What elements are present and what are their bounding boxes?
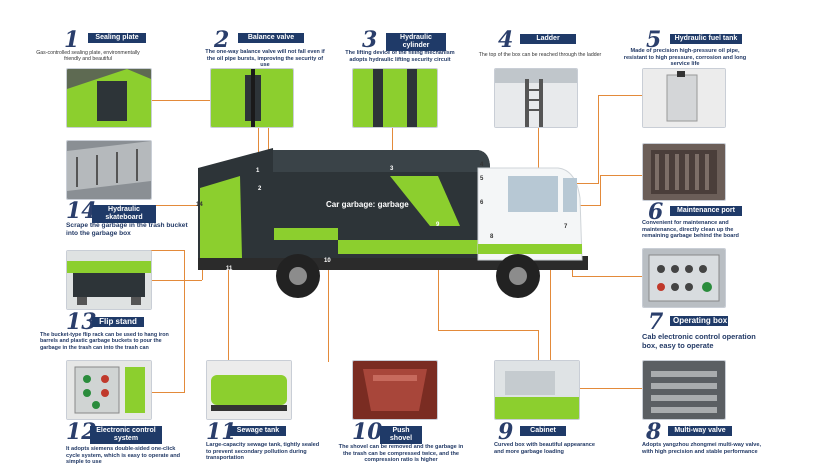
section-number: 14	[66, 198, 97, 224]
section-description: Made of precision high-pressure oil pipe…	[623, 48, 747, 68]
leader-line	[150, 392, 185, 393]
photo-maintenance-port	[642, 143, 726, 201]
photo-sewage-tank	[206, 360, 292, 420]
photo-operating-box	[642, 248, 726, 308]
truck-body-label: Car garbage: garbage	[326, 200, 409, 209]
section-number: 11	[206, 419, 237, 445]
section-number: 12	[66, 419, 97, 445]
section-number: 3	[362, 27, 378, 53]
section-title: Ladder	[520, 34, 576, 44]
photo-ladder	[494, 68, 578, 128]
section-number: 8	[646, 419, 662, 445]
leader-line	[598, 95, 643, 96]
leader-line	[328, 270, 329, 362]
leader-line	[538, 125, 539, 173]
photo-cabinet	[494, 360, 580, 420]
section-description: Convenient for maintenance and maintenan…	[642, 220, 739, 240]
photo-hydraulic-cylinder	[352, 68, 438, 128]
leader-line	[550, 388, 642, 389]
section-title: Hydraulic skateboard	[92, 205, 156, 223]
section-number: 1	[64, 27, 80, 53]
section-title: Flip stand	[92, 317, 144, 327]
leader-line	[268, 112, 269, 182]
truck-marker: 5	[480, 176, 484, 182]
section-description: Scrape the garbage in the trash bucket i…	[66, 222, 188, 237]
photo-electronic-control-system	[66, 360, 152, 420]
leader-line	[150, 250, 185, 251]
photo-hydraulic-skateboard	[66, 140, 152, 200]
leader-line	[572, 276, 642, 277]
section-description: The top of the box can be reached throug…	[478, 52, 602, 58]
leader-line	[550, 240, 551, 388]
section-number: 9	[498, 419, 514, 445]
truck-marker: 11	[226, 266, 233, 272]
section-number: 7	[648, 309, 664, 335]
photo-push-shovel	[352, 360, 438, 420]
section-description: Adopts yangzhou zhongmei multi-way valve…	[642, 442, 762, 455]
section-number: 5	[646, 27, 662, 53]
section-description: It adopts siemens double-sided one-click…	[66, 446, 181, 466]
leader-line	[600, 175, 601, 205]
leader-line	[150, 280, 202, 281]
truck-marker: 9	[436, 222, 440, 228]
truck-marker: 2	[258, 186, 262, 192]
section-title: Electronic control system	[90, 426, 162, 444]
section-title: Operating box	[670, 316, 728, 326]
leader-line	[538, 330, 539, 360]
leader-line	[598, 95, 599, 183]
section-title: Push shovel	[380, 426, 422, 444]
truck-marker: 6	[480, 200, 484, 206]
section-title: Multi-way valve	[668, 426, 732, 436]
section-title: Maintenance port	[670, 206, 742, 216]
section-description: The shovel can be removed and the garbag…	[338, 444, 464, 464]
section-number: 2	[214, 27, 230, 53]
photo-balance-valve	[210, 68, 294, 128]
section-title: Hydraulic fuel tank	[670, 34, 742, 44]
leader-line	[438, 222, 439, 330]
truck-marker: 7	[564, 224, 568, 230]
section-number: 6	[648, 199, 664, 225]
section-number: 13	[66, 309, 97, 335]
section-description: The bucket-type flip rack can be used to…	[40, 332, 169, 351]
section-description: The lifting device of the filling mechan…	[345, 50, 455, 63]
leader-line	[150, 100, 260, 101]
truck-marker: 1	[256, 168, 260, 174]
section-description: Gas-controlled sealing plate, environmen…	[36, 50, 140, 62]
section-title: Cabinet	[520, 426, 566, 436]
photo-hydraulic-fuel-tank	[642, 68, 726, 128]
section-description: Large-capacity sewage tank, tightly seal…	[206, 442, 320, 462]
leader-line	[150, 205, 198, 206]
section-title: Sealing plate	[88, 33, 146, 43]
leader-line	[600, 175, 642, 176]
photo-sealing-plate	[66, 68, 152, 128]
truck-marker: 4	[480, 162, 484, 168]
leader-line	[184, 250, 185, 392]
section-number: 4	[498, 27, 514, 53]
truck-marker: 8	[490, 234, 494, 240]
photo-multi-way-valve	[642, 360, 726, 420]
section-number: 10	[352, 419, 383, 445]
truck-marker: 14	[196, 202, 203, 208]
photo-flip-stand	[66, 250, 152, 310]
section-title: Sewage tank	[230, 426, 286, 436]
section-description: Curved box with beautiful appearance and…	[494, 442, 596, 455]
truck-marker: 3	[390, 166, 394, 172]
leader-line	[438, 330, 538, 331]
section-description: Cab electronic control operation box, ea…	[642, 332, 756, 350]
section-title: Balance valve	[238, 33, 304, 43]
garbage-truck-illustration: Car garbage: garbage 1 2 3 4 5 6 7 8 9 1…	[178, 148, 608, 308]
section-title: Hydraulic cylinder	[386, 33, 446, 51]
truck-marker: 10	[324, 258, 331, 264]
section-description: The one-way balance valve will not fall …	[205, 49, 325, 68]
leader-line	[228, 268, 229, 360]
leader-line	[258, 100, 259, 190]
